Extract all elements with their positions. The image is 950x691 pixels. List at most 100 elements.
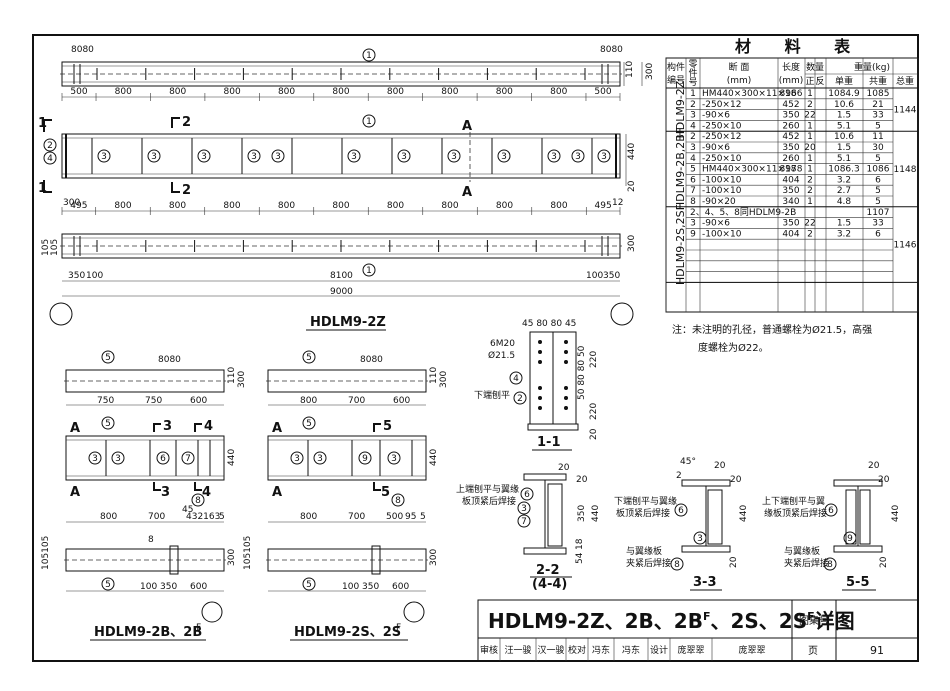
svg-text:750: 750 — [97, 396, 114, 406]
svg-text:432163: 432163 — [186, 512, 220, 522]
th-sum-weight: 共重 — [869, 75, 887, 87]
sec-mark-2-bot: 2 — [182, 183, 191, 198]
sign-cell: 汪一骏 — [504, 644, 531, 656]
svg-text:700: 700 — [148, 512, 165, 522]
table-cell: 350 — [782, 219, 799, 229]
svg-text:2: 2 — [676, 471, 682, 481]
th-part: 件 — [688, 67, 697, 79]
part-mark-3 — [271, 149, 285, 163]
table-cell: 5 — [875, 154, 881, 164]
svg-text:110: 110 — [429, 367, 439, 384]
section-3-3: 45° 2 20 20 440 20 下端刨平与翼缘 板顶紧后焊接 6 3 与翼… — [614, 457, 749, 591]
table-cell: 404 — [782, 229, 799, 239]
svg-text:750: 750 — [145, 396, 162, 406]
svg-text:20: 20 — [729, 556, 739, 568]
dim-500: 500 — [70, 87, 87, 97]
svg-text:440: 440 — [227, 449, 237, 466]
table-cell: HM440×300×11×18 — [702, 89, 797, 99]
part-mark-3 — [597, 149, 611, 163]
svg-text:5: 5 — [420, 512, 426, 522]
svg-text:45 80 80 45: 45 80 80 45 — [522, 319, 576, 329]
svg-text:9: 9 — [362, 454, 368, 464]
part-mark-1 — [362, 48, 376, 62]
table-cell: 1 — [807, 165, 813, 175]
svg-text:5: 5 — [306, 419, 312, 429]
table-cell: 3 — [690, 219, 696, 229]
table-cell: 1 — [807, 197, 813, 207]
table-cell: 22 — [804, 219, 815, 229]
svg-text:3: 3 — [92, 454, 98, 464]
table-cell: 4.8 — [837, 197, 852, 207]
beam-elevation — [61, 133, 621, 179]
svg-text:300: 300 — [627, 235, 637, 252]
th-length: 长度 — [782, 61, 800, 73]
svg-text:300: 300 — [63, 198, 80, 208]
svg-text:20: 20 — [730, 475, 742, 485]
svg-text:A: A — [272, 421, 282, 436]
table-cell: 5 — [690, 165, 696, 175]
svg-text:440: 440 — [429, 449, 439, 466]
axis-bubble-right — [610, 302, 634, 326]
table-cell: 1084.9 — [828, 89, 860, 99]
sign-cell: 冯东 — [592, 644, 610, 656]
table-cell: 1.5 — [837, 111, 851, 121]
table-cell: 2.7 — [837, 186, 851, 196]
table-cell: 6 — [690, 175, 696, 185]
table-cell: 5.1 — [837, 121, 851, 131]
dim-800: 800 — [223, 201, 240, 211]
svg-text:800: 800 — [300, 512, 317, 522]
table-cell: -90×6 — [702, 219, 730, 229]
svg-text:8: 8 — [674, 560, 680, 570]
th-total-weight: 总重 — [896, 75, 914, 87]
svg-text:4: 4 — [47, 154, 53, 164]
table-cell: 1086 — [867, 165, 890, 175]
table-cell: 3.2 — [837, 175, 851, 185]
part-mark-label: 3 — [575, 152, 581, 162]
th-section: (mm) — [727, 76, 752, 86]
svg-text:F: F — [196, 623, 201, 633]
svg-text:4: 4 — [204, 419, 213, 434]
svg-text:3: 3 — [163, 419, 172, 434]
table-group-total: 1144 — [894, 106, 917, 116]
svg-text:4: 4 — [202, 485, 211, 500]
svg-text:50 80 80 50: 50 80 80 50 — [577, 345, 587, 400]
dim-110: 110 — [625, 61, 635, 78]
svg-text:20: 20 — [589, 428, 599, 440]
th-component: 构件 — [667, 61, 685, 73]
table-cell: 6 — [875, 175, 881, 185]
svg-text:500: 500 — [386, 512, 403, 522]
table-cell: 340 — [782, 197, 799, 207]
svg-text:A: A — [462, 185, 472, 200]
svg-text:220: 220 — [589, 403, 599, 420]
svg-text:3: 3 — [697, 534, 703, 544]
dim-800: 800 — [441, 201, 458, 211]
table-cell: 5 — [875, 121, 881, 131]
dim-500: 500 — [594, 87, 611, 97]
svg-text:20: 20 — [868, 461, 880, 471]
svg-text:350: 350 — [577, 505, 587, 522]
sec-title-2-2: 2-2 — [536, 563, 560, 578]
table-cell: 1086.3 — [828, 165, 860, 175]
svg-text:4: 4 — [513, 374, 519, 384]
svg-text:20: 20 — [576, 475, 588, 485]
svg-text:700: 700 — [348, 512, 365, 522]
th-qty-pos: 正 — [805, 77, 814, 87]
th-part: 号 — [688, 77, 697, 88]
sheet-border — [32, 34, 919, 662]
svg-text:A: A — [70, 421, 80, 436]
sec-mark-1-bot: 1 — [38, 181, 47, 196]
table-cell: 1.5 — [837, 219, 851, 229]
part-mark-3 — [447, 149, 461, 163]
table-cell: 1 — [807, 132, 813, 142]
dim-800: 800 — [550, 201, 567, 211]
part-mark-label: 3 — [101, 152, 107, 162]
svg-text:440: 440 — [591, 505, 601, 522]
svg-text:8080: 8080 — [158, 355, 181, 365]
svg-text:20: 20 — [714, 461, 726, 471]
svg-text:20: 20 — [878, 475, 890, 485]
part-mark-label: 3 — [151, 152, 157, 162]
dim-800: 800 — [387, 201, 404, 211]
svg-text:440: 440 — [891, 505, 901, 522]
table-cell: 21 — [872, 100, 883, 110]
table-title: 材 料 表 — [735, 37, 864, 56]
